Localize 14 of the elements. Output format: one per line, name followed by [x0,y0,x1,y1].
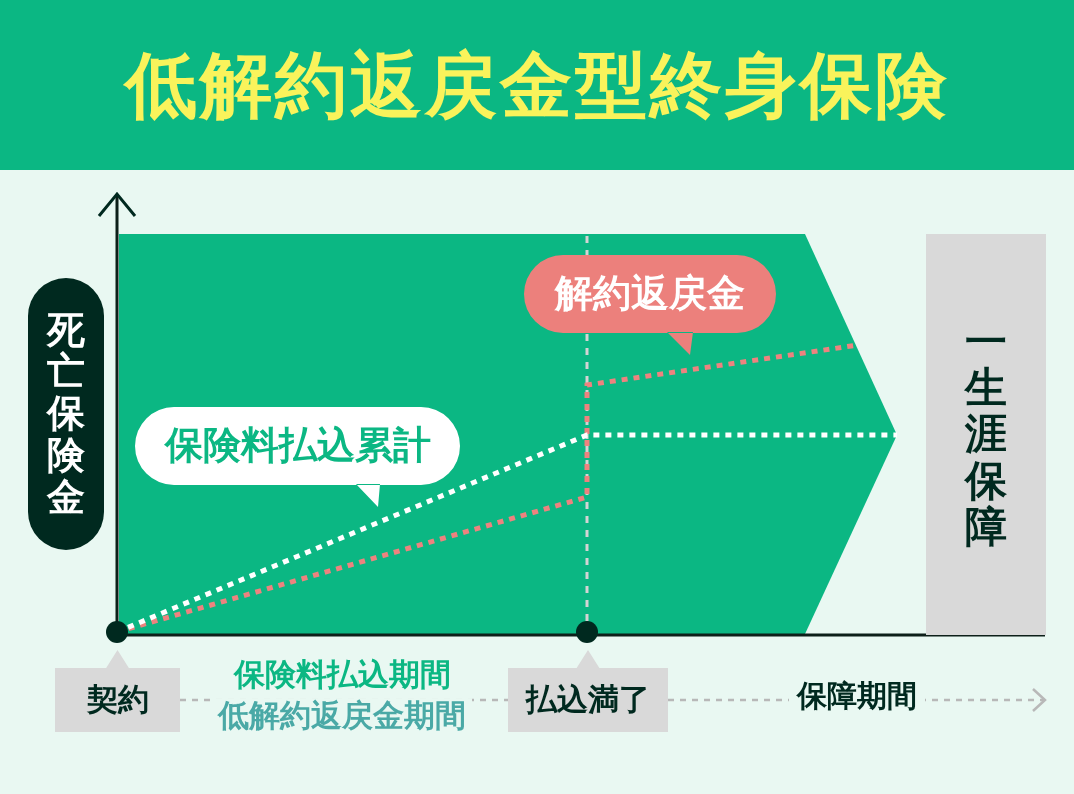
callout-tag [508,650,668,732]
axis-label: 死亡保険金 [47,309,85,519]
bubble-text: 解約返戻金 [555,271,745,317]
coverage-panel [926,234,1046,635]
callout-tag [55,650,180,732]
edge-label: 保障期間 [788,678,925,714]
speech-bubble [524,255,776,355]
title: 低解約返戻金型終身保険 [124,43,950,127]
axis-label-pill [28,278,104,550]
panel-label: 一生涯保障 [965,319,1007,550]
tag-label: 払込満了 [526,681,650,719]
speech-bubble [135,407,460,507]
bubble-text: 保険料払込累計 [164,423,431,469]
tag-label: 契約 [86,681,149,719]
